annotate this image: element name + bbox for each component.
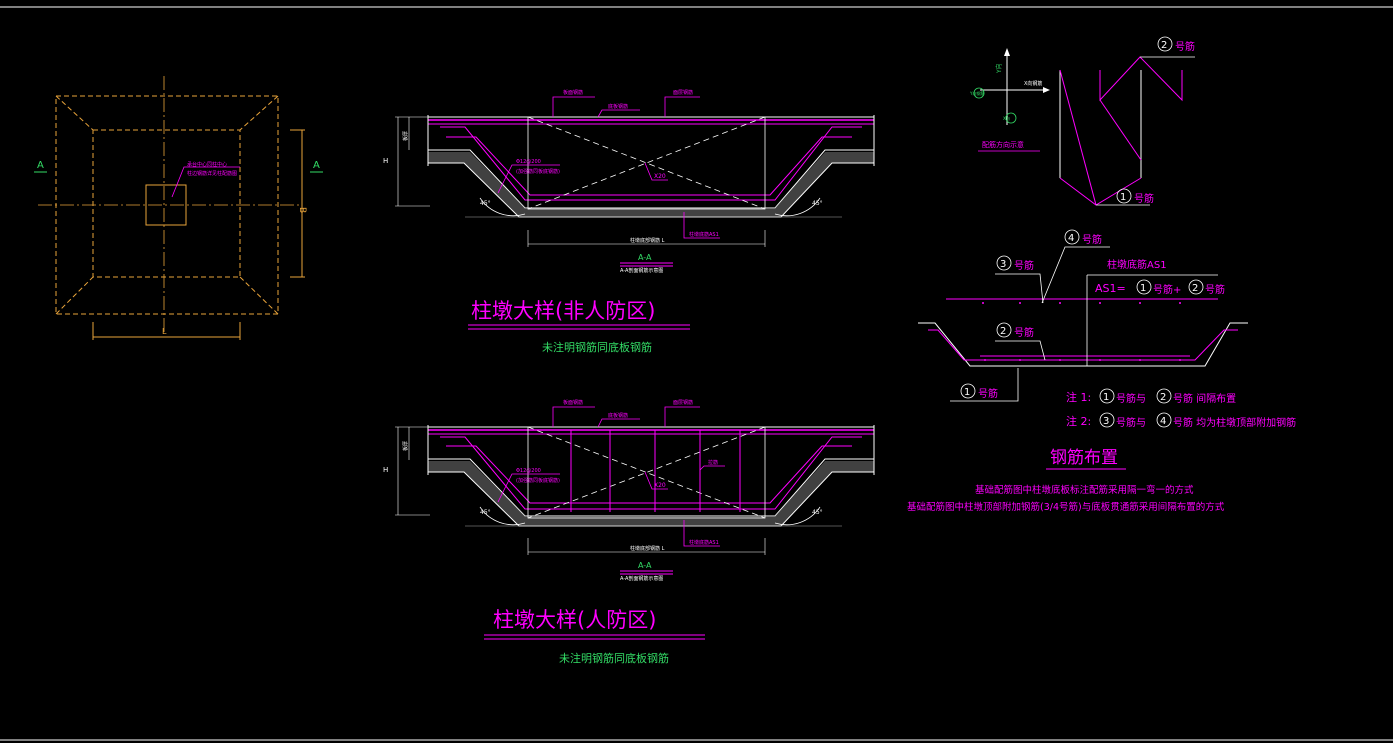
section-1-angle-left: 45° bbox=[480, 200, 491, 207]
rebar-shape-label1: 号筋 bbox=[1134, 192, 1154, 205]
section-1-title: 柱墩大样(非人防区) bbox=[471, 299, 655, 323]
plan-label-a-right: A bbox=[313, 160, 320, 171]
arrangement-label3: 号筋 bbox=[1014, 259, 1034, 272]
arrangement-eq-label1: 号筋+ bbox=[1153, 283, 1181, 296]
plan-label-a-left: A bbox=[37, 160, 44, 171]
arrangement-note1-prefix: 注 1: bbox=[1066, 390, 1091, 404]
rebar-shape-num2: 2 bbox=[1161, 40, 1167, 51]
section-1-concrete-fill bbox=[428, 152, 874, 217]
section-2-note: 未注明钢筋同底板钢筋 bbox=[559, 651, 669, 665]
arrangement-desc2: 基础配筋图中柱墩顶部附加钢筋(3/4号筋)与底板贯通筋采用间隔布置的方式 bbox=[907, 501, 1225, 513]
arrangement-title: 钢筋布置 bbox=[1050, 448, 1118, 468]
section-2-label-top-left: 板面钢筋 bbox=[563, 399, 583, 406]
section-1-label-h: H bbox=[383, 157, 388, 165]
direction-label-bottom: X向 bbox=[1003, 115, 1010, 121]
arrangement-note2-num-a: 3 bbox=[1103, 416, 1109, 427]
arrangement-as1-title: 柱墩底筋AS1 bbox=[1107, 258, 1167, 271]
plan-column bbox=[145, 184, 187, 226]
plan-label-l: L bbox=[162, 327, 167, 336]
arrangement-desc1: 基础配筋图中柱墩底板标注配筋采用隔一弯一的方式 bbox=[975, 484, 1194, 496]
section-1-name: A-A bbox=[638, 253, 652, 262]
direction-label-left: Y向钢筋 bbox=[969, 90, 984, 96]
arrangement-label2b: 号筋 bbox=[1014, 326, 1034, 339]
rebar-shape: 2 号筋 1 号筋 bbox=[1059, 36, 1195, 206]
section-2-label-as1: 柱墩底筋AS1 bbox=[689, 539, 719, 546]
plan-label-b: B bbox=[297, 207, 307, 213]
section-2-title: 柱墩大样(人防区) bbox=[493, 608, 656, 632]
arrangement-note1-num-b: 2 bbox=[1160, 392, 1166, 403]
section-2: 45° 45° H 板厚 板面钢筋 底板钢筋 面层钢筋 Φ12@200 (加强筋… bbox=[383, 399, 875, 665]
section-1-label-top-right: 面层钢筋 bbox=[673, 89, 693, 96]
section-2-rebar-note-2: (加强筋同板底钢筋) bbox=[516, 477, 560, 484]
arrangement-note2-prefix: 注 2: bbox=[1066, 414, 1091, 428]
section-1-rebar-note-1: Φ12@200 bbox=[516, 159, 541, 165]
arrangement-label1b: 号筋 bbox=[978, 387, 998, 400]
section-1-label-top-mid: 底板钢筋 bbox=[608, 103, 628, 110]
section-2-label-h: H bbox=[383, 466, 388, 474]
section-1-label-x20: X20 bbox=[654, 173, 666, 180]
arrangement-num3: 3 bbox=[1000, 259, 1006, 270]
arrangement-num2b: 2 bbox=[1000, 326, 1006, 337]
arrangement-note2-num-b: 4 bbox=[1160, 416, 1166, 427]
arrangement-num1b: 1 bbox=[964, 387, 970, 398]
section-2-label-stirrup: 拉筋 bbox=[708, 459, 718, 466]
arrangement-num4: 4 bbox=[1068, 233, 1074, 244]
section-2-rebar-note-1: Φ12@200 bbox=[516, 468, 541, 474]
arrangement-eq-num1: 1 bbox=[1140, 283, 1146, 294]
plan-note-2: 柱边钢筋详见柱配筋图 bbox=[187, 170, 237, 177]
arrangement-as1-eq: AS1= bbox=[1095, 282, 1126, 295]
section-2-label-top-right: 面层钢筋 bbox=[673, 399, 693, 406]
section-1-label-bottom: 柱墩底部钢筋 L bbox=[630, 237, 665, 244]
plan-note-1: 承台中心同柱中心 bbox=[187, 161, 227, 168]
arrangement-note1-mid: 号筋与 bbox=[1116, 392, 1146, 405]
arrangement-diagram: 4 号筋 3 号筋 柱墩底筋AS1 AS1= 1 号筋+ 2 号筋 2 号筋 1… bbox=[907, 229, 1296, 513]
rebar-shape-label2: 号筋 bbox=[1175, 40, 1195, 53]
section-1: 45° 45° H 板厚 板面钢筋 底板钢筋 面层钢筋 Φ12@200 (加强筋… bbox=[383, 89, 875, 354]
section-1-note: 未注明钢筋同底板钢筋 bbox=[542, 340, 652, 354]
section-2-name: A-A bbox=[638, 561, 652, 570]
section-2-sub: A-A剖面钢筋示意图 bbox=[620, 575, 663, 582]
section-1-angle-right: 45° bbox=[812, 200, 823, 207]
arrangement-label4: 号筋 bbox=[1082, 233, 1102, 246]
direction-caption: 配筋方向示意 bbox=[982, 140, 1024, 149]
plan-view: B L A A 承台中心同柱中心 柱边钢筋详见柱配筋图 bbox=[34, 76, 323, 340]
section-2-angle-right: 45° bbox=[812, 509, 823, 516]
direction-label-top: Y向 bbox=[995, 63, 1003, 74]
direction-diagram: Y向 X向钢筋 Y向钢筋 X向 配筋方向示意 bbox=[969, 48, 1050, 152]
arrangement-note1-suffix: 号筋 间隔布置 bbox=[1173, 392, 1236, 405]
section-1-label-as1: 柱墩底筋AS1 bbox=[689, 231, 719, 238]
section-2-label-bottom: 柱墩底部钢筋 L bbox=[630, 545, 665, 552]
section-2-concrete-fill bbox=[428, 461, 874, 526]
rebar-shape-num1: 1 bbox=[1120, 192, 1126, 203]
arrangement-note2-mid: 号筋与 bbox=[1116, 416, 1146, 429]
arrangement-note2-suffix: 号筋 均为柱墩顶部附加钢筋 bbox=[1173, 416, 1296, 429]
section-2-angle-left: 45° bbox=[480, 509, 491, 516]
arrangement-eq-num2: 2 bbox=[1192, 283, 1198, 294]
section-2-label-x20: X20 bbox=[654, 482, 666, 489]
direction-label-right: X向钢筋 bbox=[1024, 80, 1042, 87]
arrangement-eq-label2: 号筋 bbox=[1205, 283, 1225, 296]
arrangement-note1-num-a: 1 bbox=[1103, 392, 1109, 403]
section-1-label-top-left: 板面钢筋 bbox=[563, 89, 583, 96]
section-1-sub: A-A剖面钢筋示意图 bbox=[620, 267, 663, 274]
plan-inner-square bbox=[92, 129, 241, 278]
section-2-label-height: 板厚 bbox=[402, 441, 409, 451]
section-1-label-height: 板厚 bbox=[402, 131, 409, 141]
section-2-label-top-mid: 底板钢筋 bbox=[608, 412, 628, 419]
section-1-rebar-note-2: (加强筋同板底钢筋) bbox=[516, 168, 560, 175]
